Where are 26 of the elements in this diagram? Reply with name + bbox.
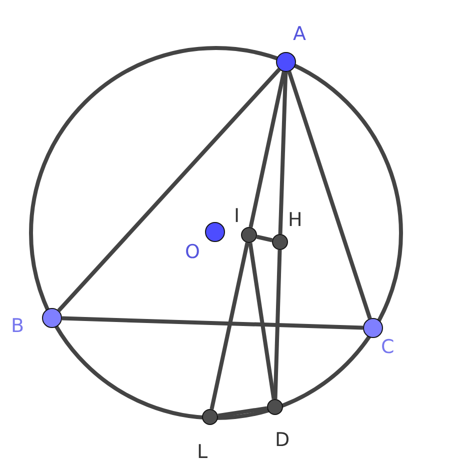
line-segment (248, 71, 286, 228)
point-label: C (381, 337, 394, 357)
line-segment (210, 242, 250, 410)
line-segment (248, 242, 276, 400)
point-label: D (275, 430, 290, 450)
point-label: O (185, 242, 200, 262)
line-segment (273, 250, 282, 400)
point-label: A (293, 24, 306, 44)
line-segment (218, 406, 268, 418)
line-segment (62, 316, 364, 330)
point-marker (276, 52, 296, 72)
point-marker (272, 234, 288, 250)
point-label: L (197, 442, 208, 462)
line-segment (256, 234, 273, 242)
point-label: H (288, 210, 302, 230)
line-segment (287, 70, 372, 320)
point-marker (267, 399, 283, 415)
point-label: I (234, 206, 240, 226)
point-marker (202, 409, 218, 425)
line-segment (278, 72, 288, 234)
point-marker (241, 227, 257, 243)
point-label: B (11, 316, 24, 336)
point-marker (42, 308, 62, 328)
point-marker (363, 318, 383, 338)
point-marker (205, 222, 225, 242)
line-segment (57, 68, 281, 312)
